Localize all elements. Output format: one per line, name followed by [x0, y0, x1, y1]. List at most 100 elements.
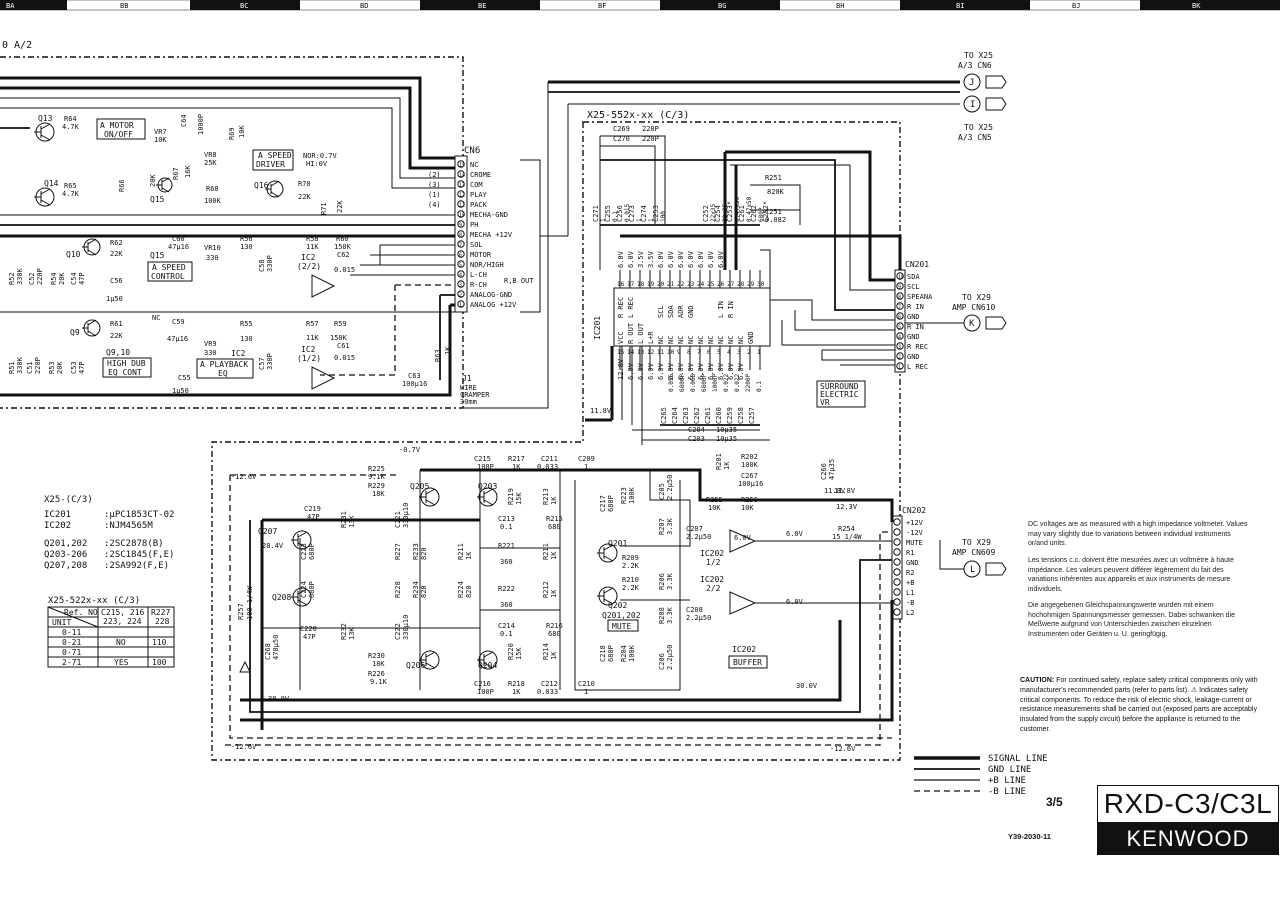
- r69-label: R69: [228, 127, 236, 140]
- cn201-pin: [896, 322, 904, 330]
- svg-text:MUTE: MUTE: [612, 622, 631, 631]
- c60-label: C60: [172, 235, 185, 243]
- c54-label: C54: [70, 272, 78, 285]
- cn6-bracket: [520, 159, 541, 313]
- ic201-top-pin-num: 27: [727, 281, 735, 288]
- playback-eq-block: [196, 358, 254, 379]
- cn201-pin-num: 8: [898, 295, 901, 301]
- grid-bg: BG: [718, 2, 726, 10]
- c208-value: 2.2µ50: [686, 614, 711, 622]
- svg-text:Q205: Q205: [410, 482, 429, 491]
- svg-text:R211: R211: [542, 543, 550, 560]
- ic201-top-pin-name: ADR: [677, 305, 685, 318]
- svg-text:Q201: Q201: [608, 539, 627, 548]
- svg-text:110: 110: [152, 638, 167, 647]
- playback-line1: A PLAYBACK: [200, 360, 248, 369]
- cn201-pin-label: R IN: [907, 303, 924, 311]
- svg-text:+B LINE: +B LINE: [988, 776, 1026, 786]
- ic201-bottom-pin-num: 8: [687, 349, 691, 356]
- cn6-pin-num: 3: [459, 283, 462, 289]
- ic201-top-cap-value: 1: [636, 218, 643, 222]
- ic201-bottom-cap-label: C262: [693, 407, 701, 424]
- ic201-top-pin-name: GND: [687, 305, 695, 318]
- v6-0c: 6.0V: [786, 598, 804, 606]
- svg-text:3.3K: 3.3K: [666, 517, 674, 535]
- svg-text:223, 224: 223, 224: [103, 617, 142, 626]
- ic201-bottom-volt: 6.0V: [687, 362, 695, 380]
- ic201-bottom-pin-num: 9: [677, 349, 681, 356]
- svg-text:Q201,202: Q201,202: [44, 539, 87, 549]
- svg-text:IC201: IC201: [44, 510, 71, 520]
- cn6-pin-6: [457, 210, 465, 218]
- ic201-bottom-pin-num: 13: [637, 349, 645, 356]
- cn202-pin: [893, 548, 901, 556]
- ic201-bottom-pin-name: NC: [697, 336, 705, 344]
- cn6-pin-label: PLAY: [470, 191, 488, 199]
- ic201-bottom-volt: 6.0V: [727, 362, 735, 380]
- model-name: RXD-C3/C3L: [1097, 785, 1279, 823]
- ic2a-unit: (2/2): [297, 262, 321, 271]
- ic201-bottom-cap-value: 0.1: [756, 381, 763, 392]
- r66-value: 20K: [149, 174, 157, 187]
- cn6-pin-7: [457, 220, 465, 228]
- c51-value: 220P: [34, 357, 42, 374]
- svg-text:I: I: [970, 100, 975, 110]
- svg-text:R231: R231: [340, 511, 348, 528]
- cn202-pin-label: L1: [906, 589, 914, 597]
- cn6-pin-15: [457, 300, 465, 308]
- svg-text:AMP CN610: AMP CN610: [952, 303, 996, 312]
- cn201-pin-label: L REC: [907, 363, 928, 371]
- ic201-bottom-pin-name: VCC: [617, 331, 625, 344]
- r67-label: R67: [172, 167, 180, 180]
- ic201-top-cap-value: 22x35: [710, 204, 717, 222]
- svg-text:330µ10: 330µ10: [402, 503, 410, 528]
- svg-text:0-21: 0-21: [62, 638, 81, 647]
- r58-value: 11K: [306, 243, 319, 251]
- svg-text:C223: C223: [300, 543, 308, 560]
- cn6-pin-label: CROME: [470, 171, 491, 179]
- ic201-top-cap-value: 1: [648, 218, 655, 222]
- svg-text:R257: R257: [237, 603, 245, 620]
- cn201-pin: [896, 342, 904, 350]
- svg-text:680P: 680P: [308, 581, 316, 598]
- cn6-pin-9: [457, 240, 465, 248]
- r62-value: 22K: [110, 250, 123, 258]
- transistor-q208: [291, 587, 312, 607]
- ic201-bottom-cap-value: 0.022: [734, 374, 741, 392]
- r55-value: 130: [240, 335, 253, 343]
- cn201-pin-label: R REC: [907, 343, 928, 351]
- ic201-top-cap-value: 0.1: [612, 211, 619, 222]
- cn201-pin: [896, 302, 904, 310]
- transistor-q205: [419, 487, 440, 507]
- svg-text:R213: R213: [542, 488, 550, 505]
- wire-j-down: [463, 82, 549, 409]
- ic201-bottom-pin-num: 7: [697, 349, 701, 356]
- r53-label: R53: [48, 361, 56, 374]
- cn202-pin: [893, 518, 901, 526]
- ic202a-opamp: [729, 529, 757, 553]
- c269-value: 220P: [642, 125, 659, 133]
- transistor-q201: [597, 543, 618, 563]
- line-legend: SIGNAL LINE GND LINE +B LINE -B LINE: [914, 754, 1048, 797]
- grid-bc: BC: [240, 2, 248, 10]
- svg-text:TO X29: TO X29: [962, 293, 991, 302]
- ic201-bottom-pin-name: NC: [687, 336, 695, 344]
- high-dub-line2: EQ CONT: [108, 368, 142, 377]
- svg-text:1K: 1K: [550, 496, 558, 505]
- ic201-top-cap-label: C271: [592, 205, 600, 222]
- r56-value: 130: [240, 243, 253, 251]
- svg-text:Ref. NO: Ref. NO: [64, 608, 98, 617]
- cn201-pin: [896, 282, 904, 290]
- ic201-top-pin-num: 23: [687, 281, 695, 288]
- cn201-pin-label: GND: [907, 333, 920, 341]
- j1-line3: 30mm: [460, 398, 477, 406]
- cn201-pin: [896, 312, 904, 320]
- ic201-bottom-volt: 6.0V: [707, 362, 715, 380]
- svg-text:2.2µ50: 2.2µ50: [666, 475, 674, 500]
- vr7-label: VR7: [154, 128, 167, 136]
- c57-value: 330P: [266, 353, 274, 370]
- cn202-pin-label: +B: [906, 579, 914, 587]
- ic201-bottom-pin-name: R OUT: [627, 322, 635, 344]
